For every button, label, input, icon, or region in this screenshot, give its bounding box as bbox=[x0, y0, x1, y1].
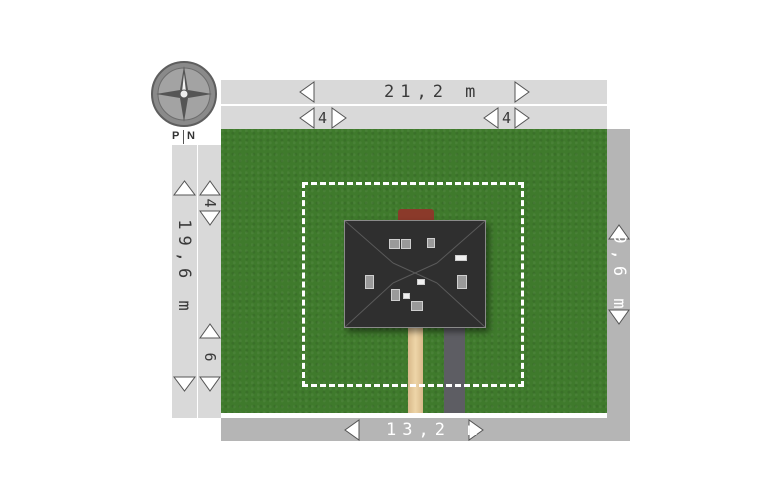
top-total-label: 21,2 m bbox=[384, 82, 482, 102]
arrow-left-icon bbox=[344, 419, 360, 441]
compass-divider bbox=[183, 130, 184, 144]
arrow-right-icon bbox=[514, 81, 530, 103]
top-setback-dimension-strip bbox=[221, 106, 607, 129]
arrow-up-icon bbox=[608, 224, 630, 240]
skylight-3 bbox=[427, 238, 435, 248]
arrow-up-icon bbox=[173, 180, 196, 196]
top-left-setback-label: 4 bbox=[318, 109, 328, 127]
top-total-dimension-strip bbox=[221, 80, 607, 104]
arrow-right-icon bbox=[468, 419, 484, 441]
right-width-label: 9,6 m bbox=[609, 233, 629, 315]
skylight-6 bbox=[457, 275, 467, 289]
skylight-2 bbox=[401, 239, 411, 249]
compass-left-letter: P bbox=[172, 130, 180, 142]
building-zone-boundary bbox=[302, 182, 524, 387]
arrow-right-icon bbox=[331, 107, 347, 129]
skylight-5 bbox=[365, 275, 374, 289]
right-dimension-strip bbox=[607, 129, 630, 441]
left-total-label: 19,6 m bbox=[174, 219, 194, 317]
footpath bbox=[408, 328, 423, 413]
arrow-up-icon bbox=[199, 180, 221, 196]
arrow-down-icon bbox=[199, 210, 221, 226]
skylight-1 bbox=[389, 239, 400, 249]
chimney bbox=[398, 209, 434, 221]
arrow-left-icon bbox=[483, 107, 499, 129]
driveway bbox=[444, 328, 465, 413]
bottom-dimension-strip bbox=[221, 418, 630, 441]
house-roof bbox=[344, 220, 486, 328]
arrow-down-icon bbox=[608, 309, 630, 325]
roof-ridges bbox=[345, 221, 485, 327]
compass-rose-icon bbox=[151, 61, 217, 127]
skylight-10 bbox=[411, 301, 423, 311]
arrow-left-icon bbox=[299, 107, 315, 129]
arrow-left-icon bbox=[299, 81, 315, 103]
bottom-width-label: 13,2 m bbox=[386, 420, 484, 440]
compass-right-letter: N bbox=[187, 130, 195, 142]
left-top-setback-label: 4 bbox=[201, 198, 219, 208]
skylight-8 bbox=[391, 289, 400, 301]
arrow-down-icon bbox=[199, 376, 221, 392]
arrow-down-icon bbox=[173, 376, 196, 392]
left-bottom-setback-label: 6 bbox=[201, 352, 219, 362]
arrow-up-icon bbox=[199, 323, 221, 339]
skylight-4 bbox=[455, 255, 467, 261]
top-right-setback-label: 4 bbox=[502, 109, 512, 127]
skylight-7 bbox=[417, 279, 425, 285]
skylight-9 bbox=[403, 293, 410, 299]
arrow-right-icon bbox=[514, 107, 530, 129]
